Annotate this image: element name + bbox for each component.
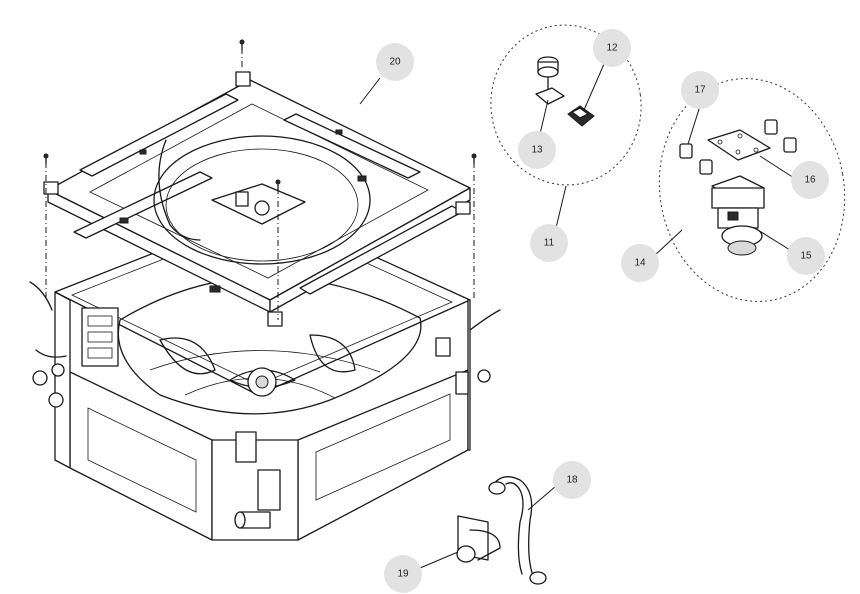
callout-label: 16: [804, 175, 816, 186]
drain-adaptor: [456, 515, 501, 563]
callout-16: 16: [759, 155, 829, 199]
callout-13: 13: [518, 99, 556, 169]
callout-20: 20: [359, 43, 414, 105]
drain-hose: [488, 476, 547, 585]
callout-17: 17: [681, 71, 719, 145]
callout-label: 14: [634, 258, 646, 269]
callout-label: 12: [606, 43, 618, 54]
group-11-detail: [490, 24, 642, 186]
callout-label: 17: [694, 85, 706, 96]
callout-label: 11: [544, 238, 555, 249]
group-14-detail: [658, 78, 846, 302]
callout-label: 15: [800, 251, 812, 262]
screw-icon: [43, 39, 477, 191]
callout-12: 12: [583, 29, 631, 111]
callout-label: 18: [566, 475, 578, 486]
bushing-icon: [679, 119, 797, 175]
callout-label: 19: [397, 569, 409, 580]
callout-11: 11: [530, 185, 568, 262]
callout-label: 13: [531, 145, 543, 156]
callout-label: 20: [389, 57, 401, 68]
callout-18: 18: [527, 461, 591, 511]
callout-14: 14: [621, 229, 683, 282]
callout-15: 15: [757, 229, 825, 275]
top-frame-assembly: [43, 39, 477, 327]
callout-19: 19: [384, 551, 459, 593]
